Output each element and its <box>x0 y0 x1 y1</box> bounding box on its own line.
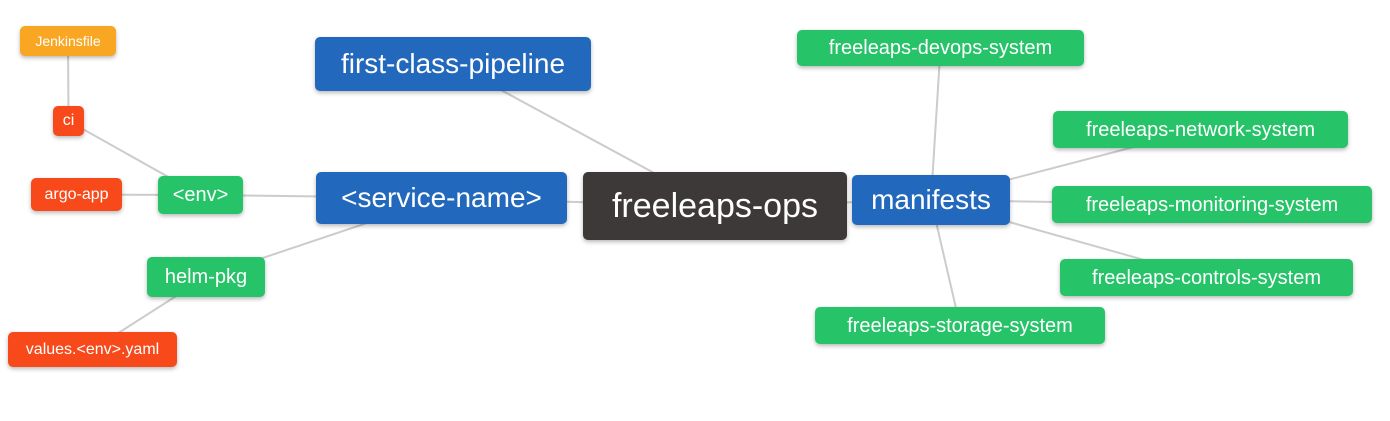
node-manifests[interactable]: manifests <box>852 175 1010 225</box>
node-freeleaps-network-system[interactable]: freeleaps-network-system <box>1053 111 1348 148</box>
node-freeleaps-ops[interactable]: freeleaps-ops <box>583 172 847 240</box>
node-first-class-pipeline[interactable]: first-class-pipeline <box>315 37 591 91</box>
node-service-name[interactable]: <service-name> <box>316 172 567 224</box>
edge-manifests--freeleaps-devops-system <box>930 47 942 201</box>
node-freeleaps-devops-system[interactable]: freeleaps-devops-system <box>797 30 1084 66</box>
node-env[interactable]: <env> <box>158 176 243 214</box>
node-ci[interactable]: ci <box>53 106 84 136</box>
node-argo-app[interactable]: argo-app <box>31 178 122 211</box>
node-freeleaps-monitoring-system[interactable]: freeleaps-monitoring-system <box>1052 186 1372 223</box>
node-jenkinsfile[interactable]: Jenkinsfile <box>20 26 116 56</box>
node-helm-pkg[interactable]: helm-pkg <box>147 257 265 297</box>
node-freeleaps-controls-system[interactable]: freeleaps-controls-system <box>1060 259 1353 296</box>
node-freeleaps-storage-system[interactable]: freeleaps-storage-system <box>815 307 1105 344</box>
node-values-env-yaml[interactable]: values.<env>.yaml <box>8 332 177 367</box>
